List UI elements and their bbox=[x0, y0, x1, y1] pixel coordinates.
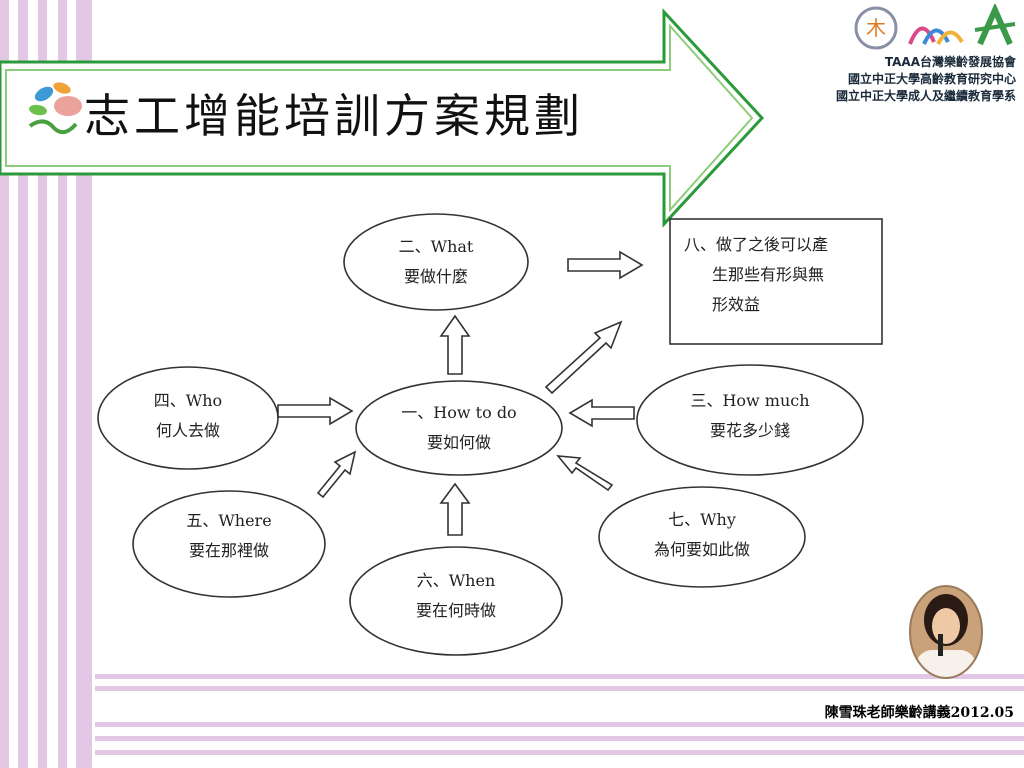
arrow-why-to-center bbox=[556, 455, 614, 492]
taaa-logo-icon: 木 bbox=[854, 6, 898, 50]
arrow-what-to-outcome bbox=[567, 250, 644, 280]
org-line: 國立中正大學成人及繼續教育學系 bbox=[835, 89, 1016, 103]
decor-stripe bbox=[95, 736, 1024, 741]
university-logo-icon bbox=[908, 4, 1016, 46]
outcome-line: 形效益 bbox=[712, 295, 761, 314]
node-who: 四、Who 何人去做 bbox=[98, 386, 278, 446]
decor-stripe bbox=[95, 750, 1024, 755]
leaf-logo-icon bbox=[28, 82, 82, 135]
node-ellipse-why bbox=[598, 486, 806, 588]
presenter-photo bbox=[909, 585, 983, 679]
decor-stripe bbox=[95, 674, 1024, 679]
decor-stripe bbox=[0, 0, 9, 768]
node-what-title: 二、What bbox=[398, 237, 474, 256]
outcome-line: 生那些有形與無 bbox=[712, 265, 825, 284]
node-howmuch-desc: 要花多少錢 bbox=[709, 421, 790, 440]
node-what: 二、What 要做什麼 bbox=[344, 232, 528, 292]
node-ellipse-who bbox=[97, 366, 279, 470]
node-howmuch-title: 三、How much bbox=[690, 391, 810, 410]
node-ellipse-what bbox=[343, 213, 529, 311]
node-when: 六、When 要在何時做 bbox=[350, 566, 562, 626]
node-center: 一、How to do 要如何做 bbox=[356, 398, 562, 458]
arrow-when-to-center bbox=[439, 482, 471, 536]
decor-stripe bbox=[95, 722, 1024, 727]
outcome-line: 八、做了之後可以產 bbox=[684, 235, 829, 254]
node-ellipse-where bbox=[132, 490, 326, 598]
node-ellipse-howmuch bbox=[636, 364, 864, 476]
org-logos: 木 bbox=[854, 4, 1016, 50]
node-when-desc: 要在何時做 bbox=[415, 601, 496, 620]
org-line: TAAA台灣樂齡發展協會 bbox=[884, 55, 1016, 69]
node-howmuch: 三、How much 要花多少錢 bbox=[637, 386, 863, 446]
outcome-text: 八、做了之後可以產 生那些有形與無 形效益 bbox=[684, 230, 828, 320]
node-where: 五、Where 要在那裡做 bbox=[133, 506, 325, 566]
arrow-center-to-outcome bbox=[544, 320, 623, 395]
slide-title: 志工增能培訓方案規劃 bbox=[84, 89, 584, 143]
svg-text:木: 木 bbox=[866, 16, 886, 40]
node-what-desc: 要做什麼 bbox=[403, 267, 468, 286]
decor-stripe bbox=[95, 686, 1024, 691]
decor-stripe bbox=[18, 0, 28, 768]
node-why-desc: 為何要如此做 bbox=[653, 540, 750, 559]
node-where-desc: 要在那裡做 bbox=[188, 541, 269, 560]
node-center-desc: 要如何做 bbox=[426, 433, 491, 452]
outcome-box bbox=[669, 218, 883, 345]
arrow-who-to-center bbox=[277, 396, 354, 426]
node-who-title: 四、Who bbox=[153, 391, 223, 410]
node-when-title: 六、When bbox=[416, 571, 496, 590]
decor-stripe bbox=[76, 0, 92, 768]
node-ellipse-when bbox=[349, 546, 563, 656]
node-why: 七、Why 為何要如此做 bbox=[599, 505, 805, 565]
node-center-title: 一、How to do bbox=[401, 403, 517, 422]
node-ellipse-center bbox=[355, 380, 563, 476]
node-why-title: 七、Why bbox=[668, 510, 736, 529]
node-who-desc: 何人去做 bbox=[155, 421, 220, 440]
arrow-where-to-center bbox=[316, 450, 357, 499]
arrow-center-to-what bbox=[439, 314, 471, 375]
organization-block: TAAA台灣樂齡發展協會 國立中正大學高齡教育研究中心 國立中正大學成人及繼續教… bbox=[836, 54, 1016, 105]
org-line: 國立中正大學高齡教育研究中心 bbox=[847, 72, 1016, 86]
node-where-title: 五、Where bbox=[186, 511, 272, 530]
decor-stripe bbox=[38, 0, 47, 768]
title-arrow-banner bbox=[0, 8, 765, 228]
arrow-howmuch-to-center bbox=[568, 398, 635, 428]
decor-stripe bbox=[58, 0, 67, 768]
footer-credit: 陳雪珠老師樂齡講義2012.05 bbox=[824, 705, 1014, 721]
